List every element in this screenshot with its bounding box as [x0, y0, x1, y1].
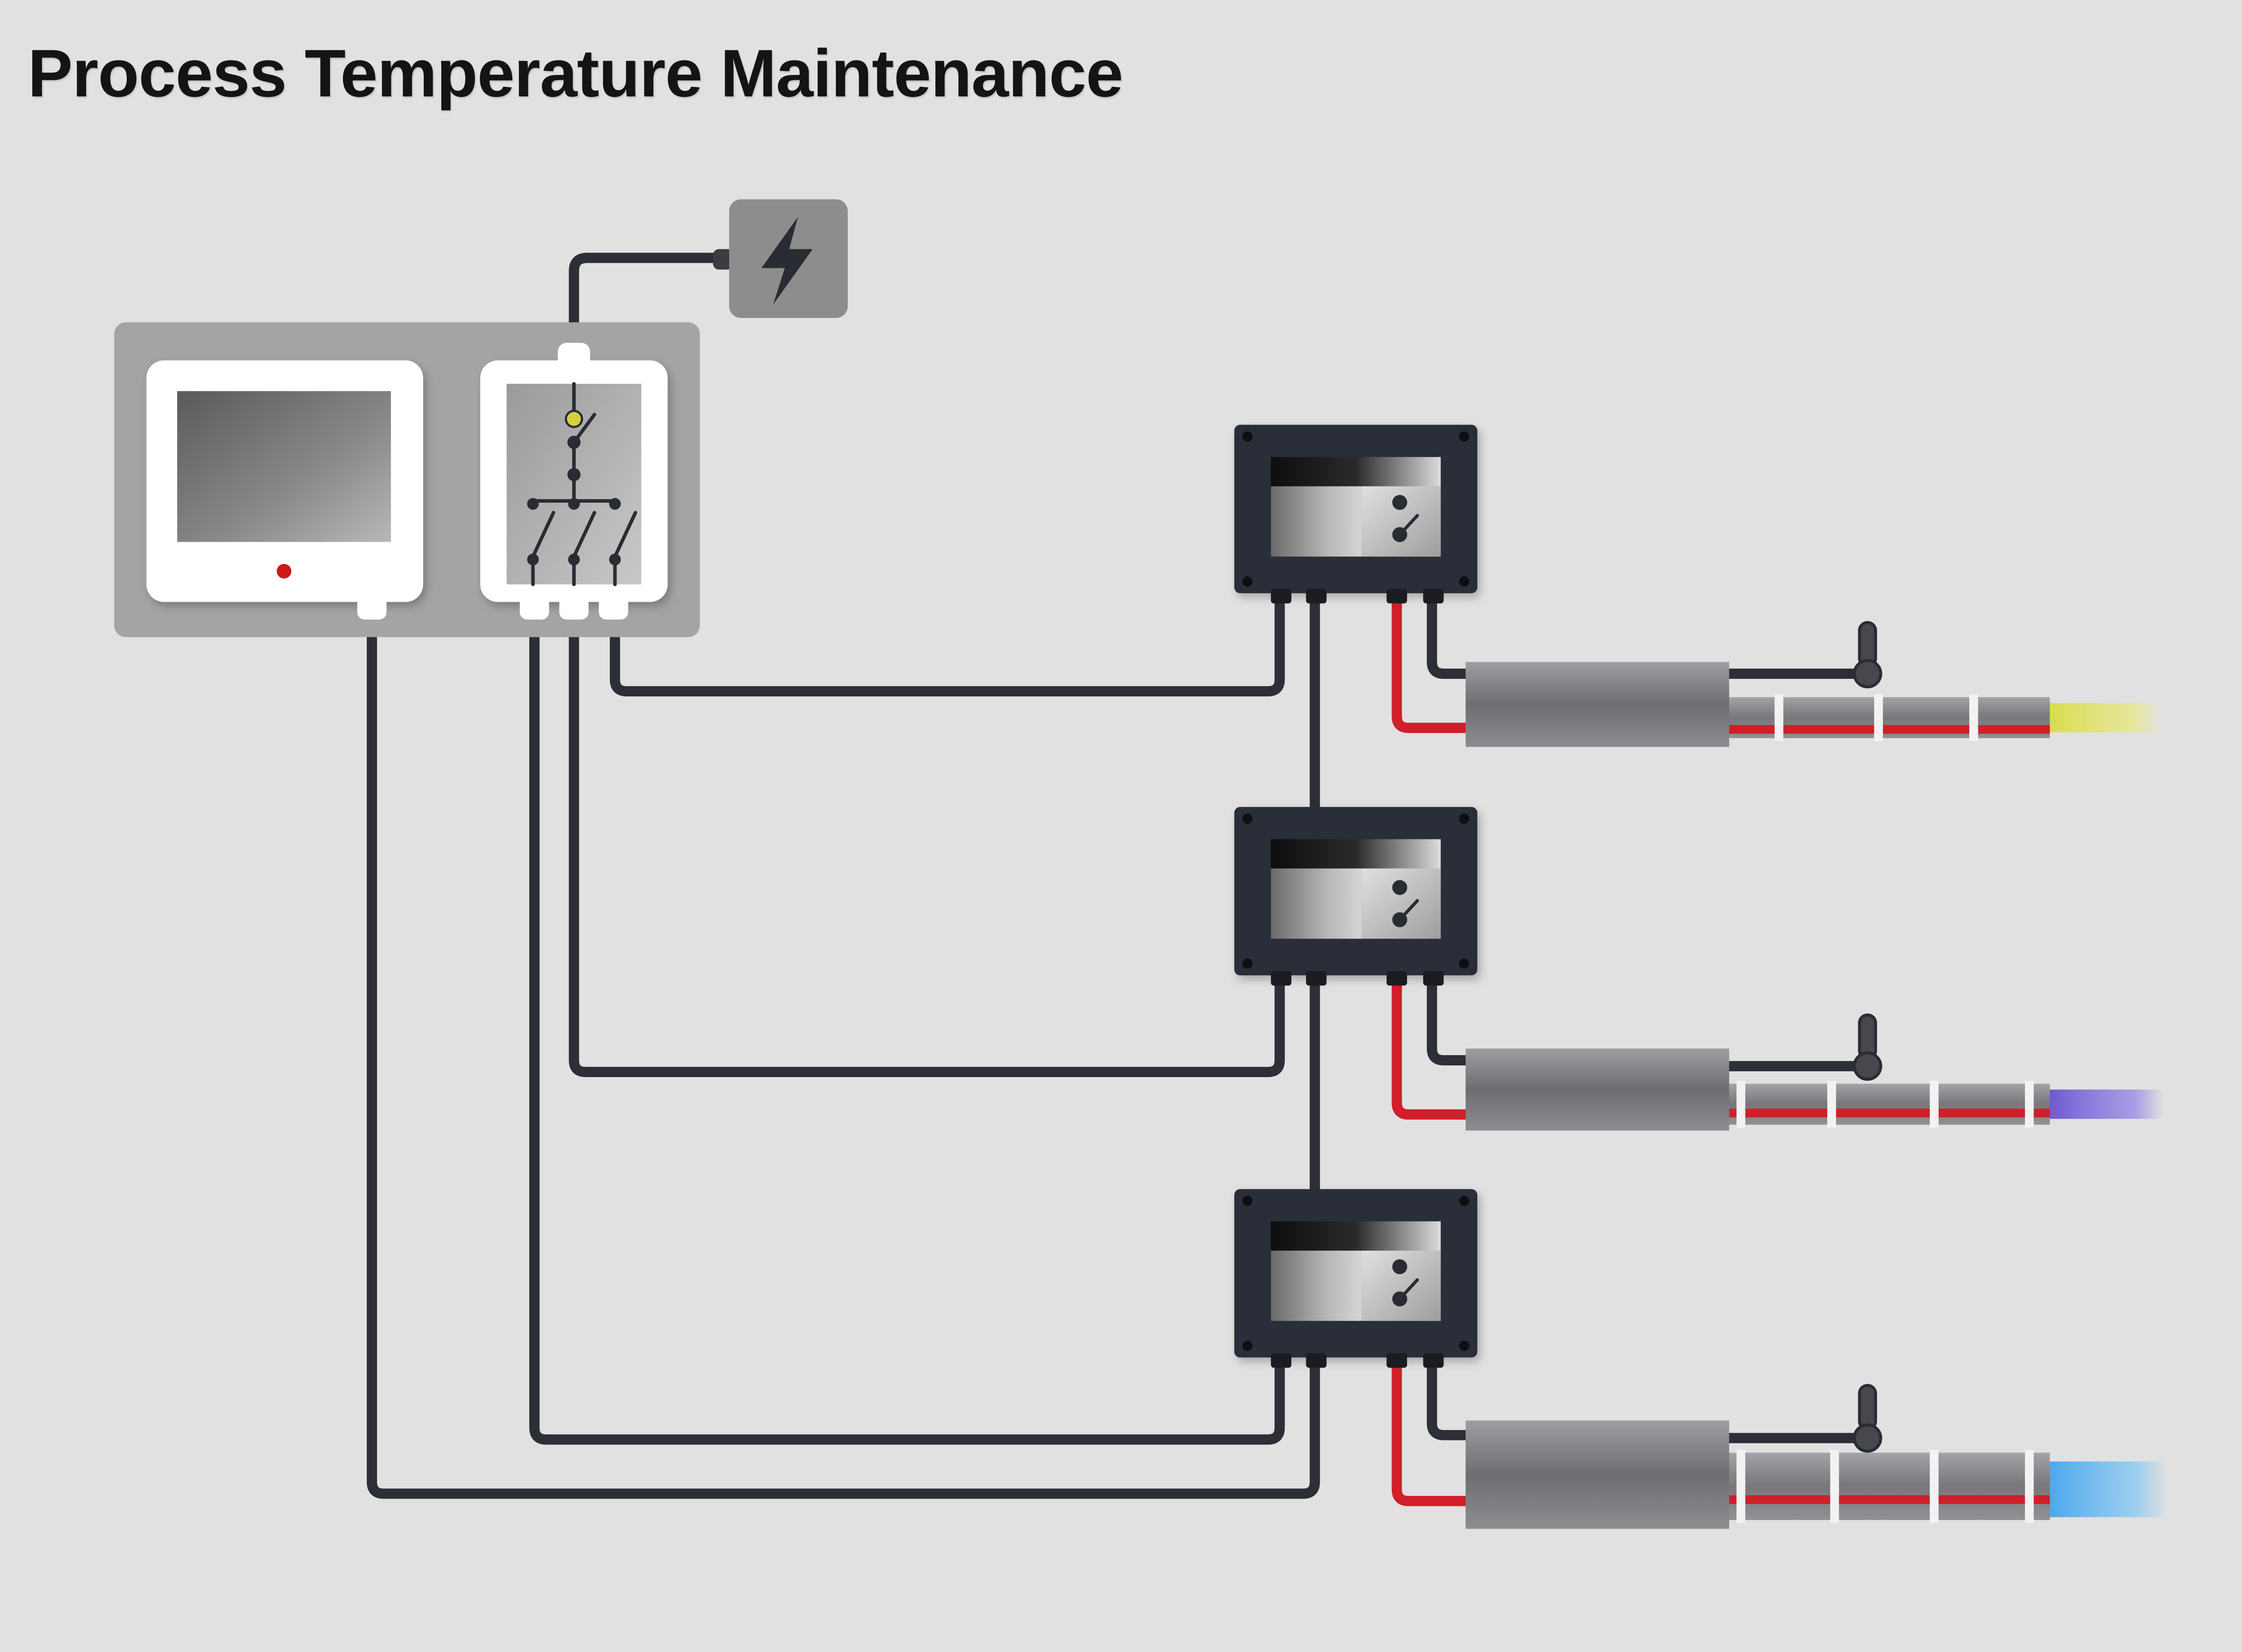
sensor-lead-3 — [1427, 1354, 1474, 1440]
pipe-insulation — [1465, 1048, 1729, 1131]
junction-box-1[interactable] — [1234, 425, 1477, 604]
junction-box-3[interactable] — [1234, 1189, 1477, 1368]
relay-switch-icon — [1392, 495, 1419, 542]
control-bus-wire — [366, 598, 1320, 1499]
page-title: Process Temperature Maintenance — [28, 35, 1123, 111]
heat-traced-pipe-2 — [1465, 1013, 2164, 1131]
heat-traced-pipe-1 — [1465, 621, 2161, 747]
status-led-icon — [277, 564, 291, 579]
pipe-contents-blue — [2046, 1461, 2167, 1517]
cable-ties — [1774, 694, 1978, 741]
touchscreen-controller[interactable] — [146, 360, 423, 620]
feed-wire-3 — [529, 598, 1285, 1445]
cable-ties — [1736, 1450, 2034, 1523]
power-source — [713, 199, 848, 318]
heating-cable — [1725, 725, 2050, 734]
controller-screen — [177, 391, 391, 542]
feed-wire-2 — [569, 598, 1285, 1077]
pipe-insulation — [1465, 662, 1729, 747]
signal-wiring — [366, 252, 1859, 1499]
pipe-tube — [1725, 1083, 2050, 1125]
heater-lead-2 — [1391, 970, 1474, 1120]
pipe-contents-yellow — [2046, 703, 2161, 733]
temperature-sensor-icon — [1853, 621, 1882, 689]
temperature-sensor-icon — [1853, 1384, 1882, 1453]
control-cabinet — [114, 322, 700, 637]
distribution-panel[interactable] — [480, 343, 668, 620]
busbar-indicator-icon — [565, 409, 583, 428]
pipe-insulation — [1465, 1420, 1729, 1529]
sensor-lead-2 — [1427, 970, 1474, 1065]
relay-switch-icon — [1392, 1259, 1419, 1307]
temperature-sensor-icon — [1853, 1013, 1882, 1081]
heat-traced-pipe-3 — [1465, 1384, 2167, 1529]
pipe-tube — [1725, 1452, 2050, 1520]
sensor-lead-1 — [1427, 588, 1474, 679]
heater-lead-1 — [1391, 588, 1474, 733]
heating-cable — [1725, 1109, 2050, 1117]
heating-cable — [1725, 1495, 2050, 1504]
lightning-bolt-icon — [761, 217, 813, 305]
heater-power-wiring — [1391, 588, 1474, 1506]
pipe-contents-purple — [2046, 1089, 2164, 1119]
cable-ties — [1736, 1081, 2034, 1128]
feed-wire-1 — [610, 588, 1285, 697]
heater-lead-3 — [1391, 1354, 1474, 1506]
relay-switch-icon — [1392, 880, 1419, 927]
junction-box-2[interactable] — [1234, 807, 1477, 986]
supply-cable — [569, 252, 730, 357]
circuit-breaker-panel-icon — [531, 382, 638, 587]
